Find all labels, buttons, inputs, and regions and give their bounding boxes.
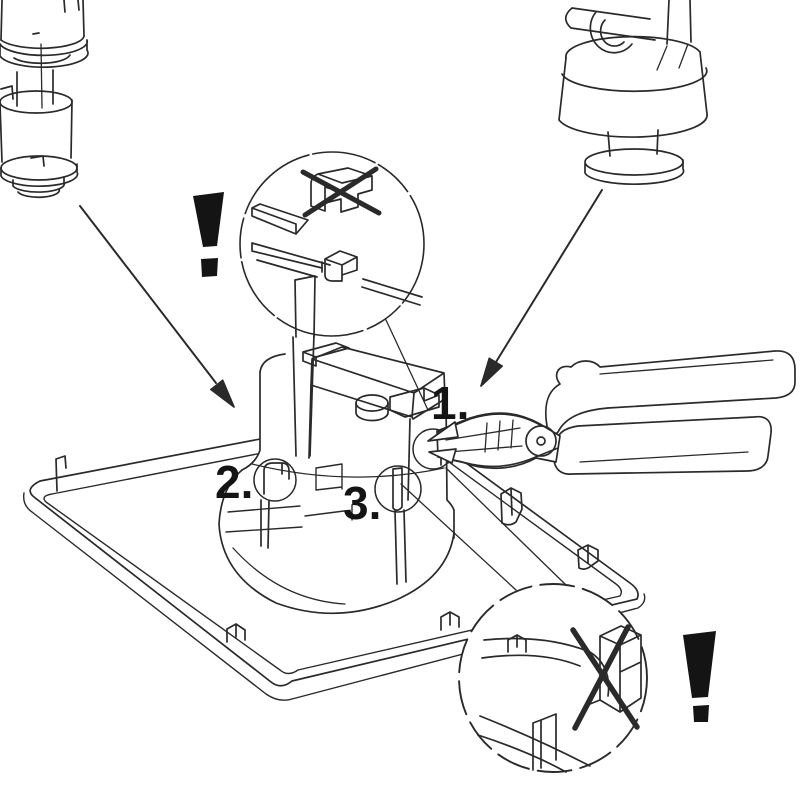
magnified-channel (251, 203, 309, 235)
x-cross-icon (300, 166, 382, 218)
pliers-nose (427, 421, 459, 464)
fill-valve-illustration (558, 0, 708, 185)
step-label-2: 2. (215, 456, 253, 508)
detail-circle-top (239, 151, 425, 338)
pliers-illustration (427, 350, 796, 475)
leader-line (445, 467, 567, 586)
flush-valve-cartridge-illustration (0, 0, 89, 199)
leader-line (385, 319, 429, 411)
step-label-1: 1. (431, 377, 469, 429)
x-cross-icon (570, 624, 640, 731)
plate-clip-tab (577, 544, 599, 570)
leader-line (400, 483, 517, 591)
overflow-pipe (292, 333, 315, 457)
pliers-upper-handle (544, 350, 796, 436)
magnified-pipe (294, 275, 316, 338)
magnified-clip (507, 634, 527, 653)
top-block (310, 346, 446, 420)
snap-point-3 (374, 465, 422, 585)
wrong-clip-bracket (310, 167, 373, 213)
wire-loop (589, 11, 633, 54)
arrow-down-left-icon (480, 189, 603, 387)
plate-clip-tab (226, 623, 246, 643)
magnified-corner-tab (532, 713, 557, 771)
bail-strap (564, 7, 656, 41)
top-step-block (389, 387, 440, 418)
line-art: 1. 2. 3. (0, 0, 796, 773)
exclamation-icon (683, 631, 716, 722)
snap-point-2 (253, 458, 297, 549)
plate-clip-tab (440, 611, 460, 631)
pliers-lower-handle (553, 415, 772, 475)
pliers-pivot (525, 425, 557, 457)
plate-clip-tab (500, 487, 523, 526)
skirt (218, 469, 455, 615)
step-label-3: 3. (343, 477, 381, 529)
exclamation-icon (193, 192, 224, 277)
magnified-rail (251, 242, 423, 306)
detail-circle-bottom (458, 583, 648, 773)
plate-corner-wall (55, 455, 67, 492)
arrow-down-right-icon (79, 205, 235, 408)
magnified-clip-on-rail (321, 250, 358, 282)
wrong-position-post (584, 625, 642, 713)
top-knob (355, 394, 389, 422)
step-labels: 1. 2. 3. (215, 377, 469, 529)
valve-seat-assembly-illustration (218, 333, 455, 615)
